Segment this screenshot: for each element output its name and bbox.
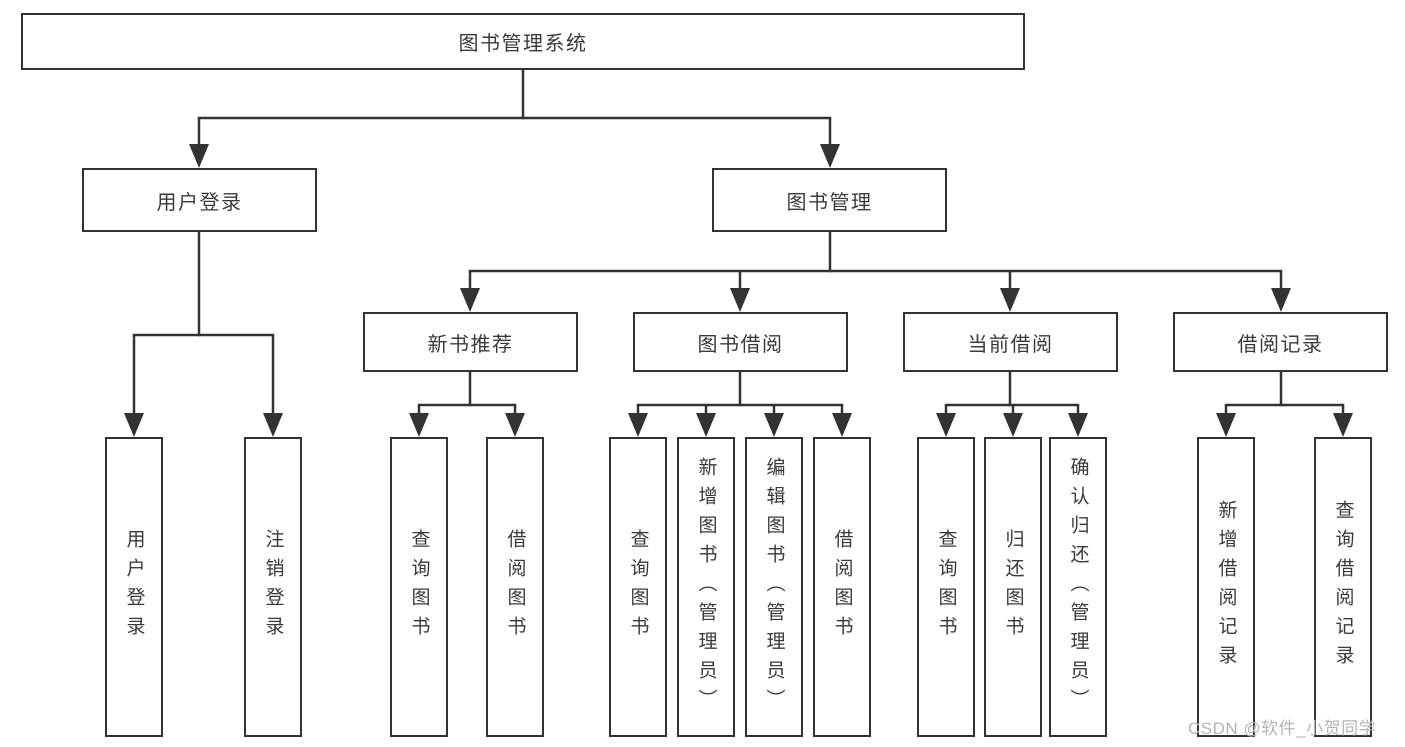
node-leaf-edit-book-admin: 编辑图书（管理员） xyxy=(745,437,803,737)
node-label: 用户登录 xyxy=(123,529,145,645)
node-leaf-query-borrow-record: 查询借阅记录 xyxy=(1314,437,1372,737)
node-label: 查询图书 xyxy=(408,529,430,645)
node-borrow-records: 借阅记录 xyxy=(1173,312,1388,372)
node-label: 借阅图书 xyxy=(831,529,853,645)
node-label: 图书管理系统 xyxy=(458,33,588,55)
node-label: 注销登录 xyxy=(262,529,284,645)
node-label: 图书借阅 xyxy=(697,333,784,356)
node-leaf-borrow-books-recommend: 借阅图书 xyxy=(486,437,544,737)
node-leaf-borrow-books: 借阅图书 xyxy=(813,437,871,737)
node-label: 归还图书 xyxy=(1002,529,1024,645)
node-leaf-confirm-return-admin: 确认归还（管理员） xyxy=(1049,437,1107,737)
node-label: 新增图书（管理员） xyxy=(695,456,717,718)
node-label: 确认归还（管理员） xyxy=(1067,456,1089,718)
node-current-borrow: 当前借阅 xyxy=(903,312,1118,372)
node-leaf-return-book: 归还图书 xyxy=(984,437,1042,737)
node-label: 新增借阅记录 xyxy=(1215,500,1237,674)
node-book-management: 图书管理 xyxy=(712,168,947,232)
node-label: 借阅图书 xyxy=(504,529,526,645)
node-library-system: 图书管理系统 xyxy=(21,13,1025,70)
watermark-text: CSDN @软件_小贺同学 xyxy=(1188,719,1377,738)
node-label: 查询借阅记录 xyxy=(1332,500,1354,674)
node-leaf-query-books-borrow: 查询图书 xyxy=(609,437,667,737)
node-label: 编辑图书（管理员） xyxy=(763,456,785,718)
node-label: 查询图书 xyxy=(935,529,957,645)
node-label: 查询图书 xyxy=(627,529,649,645)
node-label: 当前借阅 xyxy=(967,333,1054,356)
node-user-login: 用户登录 xyxy=(82,168,317,232)
node-new-book-recommend: 新书推荐 xyxy=(363,312,578,372)
node-label: 借阅记录 xyxy=(1237,333,1324,356)
node-leaf-query-books-recommend: 查询图书 xyxy=(390,437,448,737)
node-label: 图书管理 xyxy=(786,191,873,214)
arrowhead-icons xyxy=(124,144,1353,437)
node-leaf-user-login: 用户登录 xyxy=(105,437,163,737)
node-leaf-logout: 注销登录 xyxy=(244,437,302,737)
node-leaf-add-book-admin: 新增图书（管理员） xyxy=(677,437,735,737)
node-leaf-query-books-current: 查询图书 xyxy=(917,437,975,737)
node-label: 用户登录 xyxy=(156,191,243,214)
node-book-borrow: 图书借阅 xyxy=(633,312,848,372)
node-leaf-add-borrow-record: 新增借阅记录 xyxy=(1197,437,1255,737)
node-label: 新书推荐 xyxy=(427,333,514,356)
